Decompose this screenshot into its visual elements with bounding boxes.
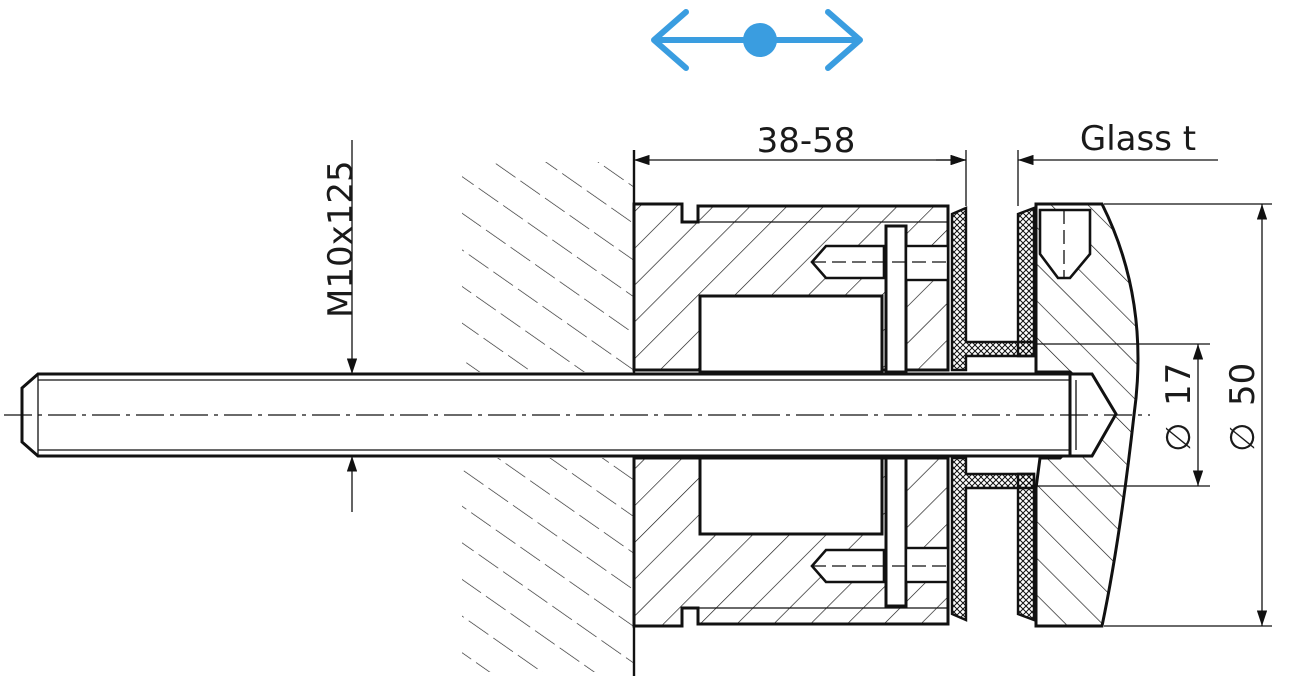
dia-50-label: 50 — [1223, 363, 1263, 406]
set-screw-lower — [810, 548, 948, 584]
dia-17-text: ∅ 17 — [1159, 363, 1199, 452]
glass-label: Glass t — [1080, 119, 1196, 159]
set-screw-upper — [810, 244, 948, 280]
dia-symbol-large: ∅ — [1223, 422, 1263, 452]
cover-cap — [1034, 202, 1140, 628]
dimension-clamp-range — [634, 150, 967, 206]
dia-17-label: 17 — [1159, 363, 1199, 406]
dimension-dia-50 — [1104, 203, 1272, 627]
gasket-right — [1016, 206, 1036, 622]
dimension-dia-17 — [1036, 343, 1210, 487]
dimension-glass — [936, 150, 1218, 206]
clamp-range-label: 38-58 — [757, 121, 856, 161]
thread-label: M10x125 — [321, 160, 361, 318]
double-arrow-icon — [651, 9, 863, 71]
wall-section — [462, 150, 636, 676]
dia-50-text: ∅ 50 — [1223, 363, 1263, 452]
dia-symbol-small: ∅ — [1159, 422, 1199, 452]
